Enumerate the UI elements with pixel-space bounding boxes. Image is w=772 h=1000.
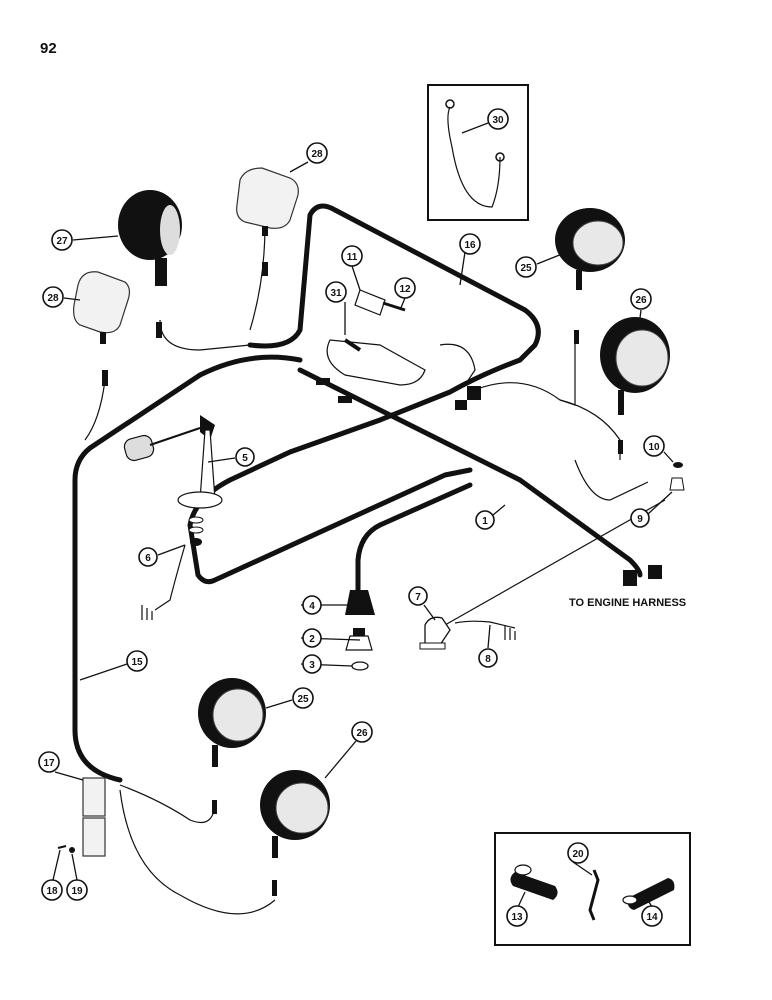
svg-text:6: 6	[145, 553, 151, 564]
switch-7	[419, 616, 451, 650]
callout-25-lower: 25	[292, 687, 314, 709]
svg-text:28: 28	[311, 149, 323, 160]
screw-18-19	[57, 845, 75, 853]
inset-ground-strap	[427, 84, 529, 221]
ground-symbol-6	[141, 605, 153, 620]
tail-lamp-28-upper	[236, 167, 299, 236]
callout-15: 15	[126, 650, 148, 672]
sender-5	[123, 415, 223, 509]
flood-lamp-26-upper	[600, 317, 670, 415]
svg-text:10: 10	[648, 442, 660, 453]
callout-1: 1	[475, 510, 495, 530]
callout-8: 8	[478, 648, 498, 668]
connectors	[102, 262, 662, 896]
page-number: 92	[40, 40, 57, 57]
callout-13: 13	[506, 905, 528, 927]
callout-4: 4	[302, 595, 322, 615]
svg-text:8: 8	[485, 654, 491, 665]
bracket-14	[622, 878, 675, 910]
switch-9	[669, 477, 685, 491]
washers-6	[188, 516, 204, 546]
svg-text:28: 28	[47, 293, 59, 304]
svg-text:20: 20	[572, 849, 584, 860]
svg-text:31: 31	[330, 288, 342, 299]
callout-17: 17	[38, 751, 60, 773]
inset-brackets	[494, 832, 691, 946]
svg-text:25: 25	[297, 694, 309, 705]
callout-26-upper: 26	[630, 288, 652, 310]
flood-lamp-26-lower	[260, 770, 330, 858]
clip-20	[588, 869, 600, 921]
callout-5: 5	[235, 447, 255, 467]
svg-text:19: 19	[71, 886, 83, 897]
svg-text:9: 9	[637, 514, 643, 525]
switch-4	[345, 590, 375, 615]
ground-symbol-8	[504, 625, 516, 640]
callout-19: 19	[66, 879, 88, 901]
tail-lamp-28-lower	[73, 271, 131, 344]
svg-text:17: 17	[43, 758, 55, 769]
callout-12: 12	[394, 277, 416, 299]
callout-18: 18	[41, 879, 63, 901]
svg-text:25: 25	[520, 263, 532, 274]
callout-3: 3	[302, 654, 322, 674]
callout-2: 2	[302, 628, 322, 648]
bracket-13	[510, 864, 558, 900]
callout-28-upper: 28	[306, 142, 328, 164]
svg-text:5: 5	[242, 453, 248, 464]
flood-lamp-25-lower	[198, 678, 266, 767]
svg-text:4: 4	[309, 601, 315, 612]
svg-text:11: 11	[347, 252, 358, 263]
svg-text:26: 26	[356, 728, 368, 739]
harness-15	[72, 354, 303, 783]
callout-30: 30	[487, 108, 509, 130]
switch-31	[326, 338, 426, 386]
washer-3	[351, 661, 369, 671]
callout-25-upper: 25	[515, 256, 537, 278]
svg-text:27: 27	[56, 236, 68, 247]
callout-20: 20	[567, 842, 589, 864]
harness-16	[187, 203, 541, 585]
callout-27: 27	[51, 229, 73, 251]
work-lamp-27	[118, 190, 182, 286]
svg-text:26: 26	[635, 295, 647, 306]
harness-1	[297, 367, 643, 593]
callout-26-lower: 26	[351, 721, 373, 743]
callout-10: 10	[643, 435, 665, 457]
switch-11-12	[354, 289, 406, 316]
flood-lamp-25-upper	[555, 208, 625, 290]
callout-14: 14	[641, 905, 663, 927]
svg-text:15: 15	[131, 657, 143, 668]
harness-label: TO ENGINE HARNESS	[569, 597, 686, 609]
cap-10	[673, 462, 683, 468]
callout-7: 7	[408, 586, 428, 606]
callout-11: 11	[341, 245, 363, 267]
callout-6: 6	[138, 547, 158, 567]
callout-16: 16	[459, 233, 481, 255]
svg-text:18: 18	[46, 886, 58, 897]
callout-9: 9	[630, 508, 650, 528]
sender-2	[345, 628, 373, 651]
svg-text:7: 7	[415, 592, 421, 603]
svg-text:1: 1	[482, 516, 488, 527]
svg-text:2: 2	[309, 634, 315, 645]
svg-text:12: 12	[399, 284, 411, 295]
svg-text:16: 16	[464, 240, 476, 251]
callout-28-lower: 28	[42, 286, 64, 308]
svg-text:3: 3	[309, 660, 315, 671]
svg-text:13: 13	[511, 912, 523, 923]
callout-31: 31	[325, 281, 347, 303]
plate-17	[82, 777, 106, 857]
svg-text:30: 30	[492, 115, 504, 126]
svg-text:14: 14	[646, 912, 658, 923]
